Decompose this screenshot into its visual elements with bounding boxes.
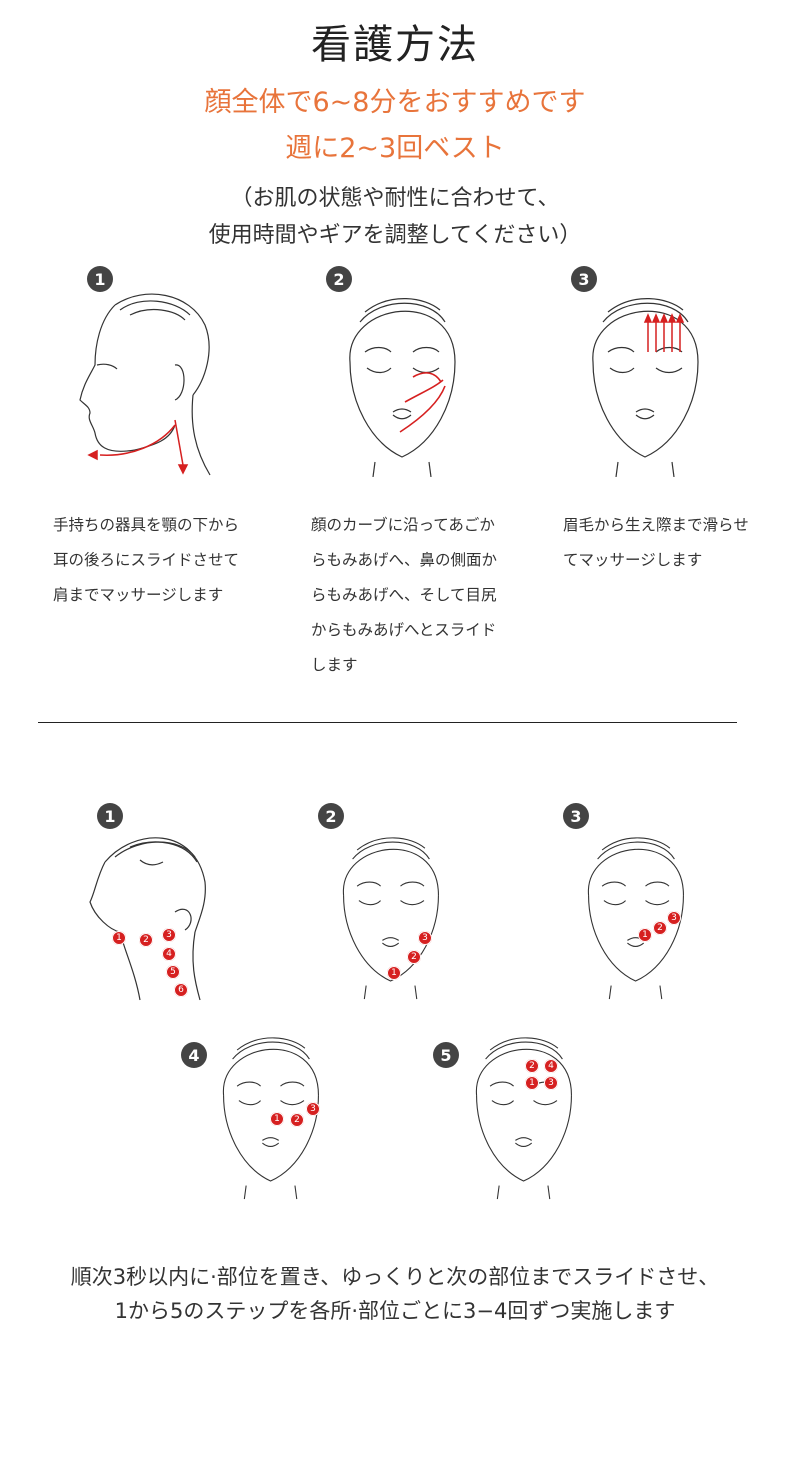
front-face-cheek-illustration — [349, 298, 456, 477]
point-marker: 3 — [418, 931, 432, 945]
point-step-4-badge: 4 — [181, 1042, 207, 1068]
point-marker: 4 — [544, 1059, 558, 1073]
step-2-line: 顔のカーブに沿ってあごか — [311, 516, 495, 534]
step-2-line: からもみあげへとスライド — [311, 621, 497, 639]
step-3-badge: 3 — [571, 266, 597, 292]
point-marker: 2 — [653, 921, 667, 935]
jaw-points-illustration — [343, 837, 439, 1000]
step-3-description: 眉毛から生え際まで滑らせ てマッサージします — [563, 508, 788, 578]
step-3-line: 眉毛から生え際まで滑らせ — [563, 516, 749, 534]
point-marker: 2 — [290, 1113, 304, 1127]
point-marker: 5 — [166, 965, 180, 979]
step-1-line: 肩までマッサージします — [53, 586, 224, 604]
step-1-description: 手持ちの器具を顎の下から 耳の後ろにスライドさせて 肩までマッサージします — [53, 508, 278, 613]
point-marker: 2 — [407, 950, 421, 964]
point-marker: 1 — [387, 966, 401, 980]
step-2-line: します — [311, 656, 358, 674]
forehead-points-illustration — [476, 1037, 572, 1200]
page-title: 看護方法 — [311, 22, 479, 68]
recommended-frequency: 週に2~3回ベスト — [285, 133, 505, 164]
step-2-line: らもみあげへ、鼻の側面か — [311, 551, 498, 569]
point-marker: 2 — [139, 933, 153, 947]
step-1-line: 手持ちの器具を顎の下から — [53, 516, 240, 534]
step-2-badge: 2 — [326, 266, 352, 292]
under-eye-points-illustration — [223, 1037, 319, 1200]
step-2-description: 顔のカーブに沿ってあごか らもみあげへ、鼻の側面か らもみあげへ、そして目尻 か… — [311, 508, 536, 683]
step-1-badge: 1 — [87, 266, 113, 292]
step-2-line: らもみあげへ、そして目尻 — [311, 586, 497, 604]
point-marker: 1 — [638, 928, 652, 942]
point-step-3-badge: 3 — [563, 803, 589, 829]
point-marker: 3 — [162, 928, 176, 942]
point-marker: 2 — [525, 1059, 539, 1073]
note-line-2: 使用時間やギアを調整してください） — [208, 223, 582, 248]
instruction-line-2: 1から5のステップを各所·部位ごとに3−4回ずつ実施します — [114, 1299, 676, 1323]
step-1-line: 耳の後ろにスライドさせて — [53, 551, 240, 569]
point-marker: 1 — [525, 1076, 539, 1090]
point-marker: 3 — [544, 1076, 558, 1090]
note-line-1: （お肌の状態や耐性に合わせて、 — [230, 186, 560, 211]
cheek-points-illustration — [588, 837, 684, 1000]
point-step-1-badge: 1 — [97, 803, 123, 829]
point-marker: 1 — [112, 931, 126, 945]
instruction-line-1: 順次3秒以内に·部位を置き、ゆっくりと次の部位までスライドさせ、 — [70, 1265, 720, 1289]
neck-points-illustration — [89, 837, 206, 1001]
point-marker: 6 — [174, 983, 188, 997]
point-marker: 3 — [306, 1102, 320, 1116]
section-divider — [38, 722, 737, 723]
front-face-forehead-illustration — [592, 298, 699, 477]
point-marker: 4 — [162, 947, 176, 961]
point-marker: 3 — [667, 911, 681, 925]
profile-face-illustration — [79, 293, 211, 476]
point-marker: 1 — [270, 1112, 284, 1126]
recommended-duration: 顔全体で6~8分をおすすめです — [204, 87, 586, 118]
point-step-5-badge: 5 — [433, 1042, 459, 1068]
step-3-line: てマッサージします — [563, 551, 703, 569]
point-step-2-badge: 2 — [318, 803, 344, 829]
